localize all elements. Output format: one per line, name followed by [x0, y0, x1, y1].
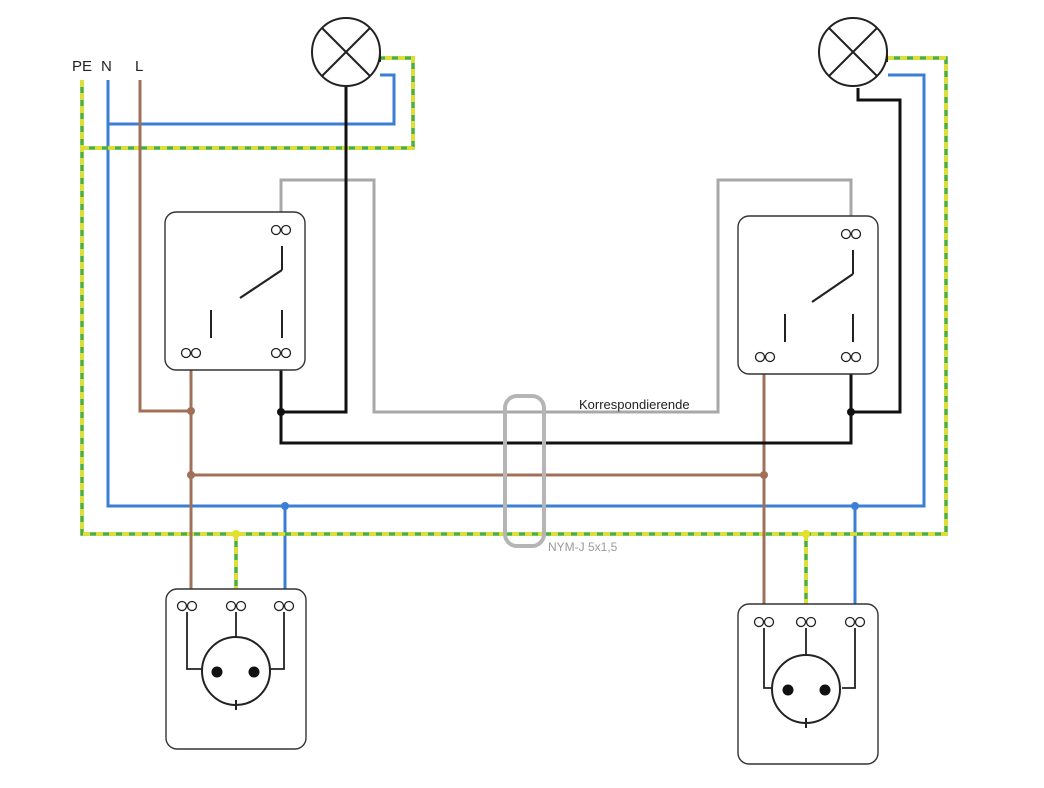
junction-dot — [187, 407, 195, 415]
socket-pin-hole — [248, 666, 260, 678]
lamp-left — [311, 17, 381, 87]
switched-lamp-right — [851, 88, 902, 414]
junction-dot — [851, 502, 859, 510]
pe-main — [80, 56, 948, 536]
label-traveler: Korrespondierende — [579, 397, 690, 412]
junction-dot — [232, 530, 240, 538]
socket-pin-hole — [782, 684, 794, 696]
junction-dot — [802, 530, 810, 538]
socket-right — [737, 603, 879, 765]
two-way-switch-right — [737, 215, 879, 375]
lamp-right — [818, 17, 888, 87]
junction-dot — [760, 471, 768, 479]
label-pe: PE — [72, 58, 92, 75]
junction-dot — [847, 408, 855, 416]
switched-lamp-left — [281, 85, 348, 414]
socket-pin-hole — [819, 684, 831, 696]
label-cable-type: NYM-J 5x1,5 — [548, 540, 618, 554]
two-way-switch-left — [164, 211, 306, 371]
phase-feed — [138, 80, 191, 413]
junction-dot — [281, 502, 289, 510]
label-l: L — [135, 58, 143, 75]
junction-dot — [277, 408, 285, 416]
neutral-lamp-left — [108, 73, 396, 126]
neutral-wires — [106, 73, 926, 614]
socket-left — [165, 588, 307, 750]
pe-wires — [80, 56, 948, 614]
neutral-main — [106, 73, 926, 508]
junctions — [187, 407, 859, 538]
cable-bundle-outline — [503, 394, 546, 548]
label-n: N — [101, 58, 112, 75]
junction-dot — [187, 471, 195, 479]
socket-pin-hole — [211, 666, 223, 678]
switched-wires — [279, 85, 902, 445]
switched-link — [279, 370, 853, 445]
